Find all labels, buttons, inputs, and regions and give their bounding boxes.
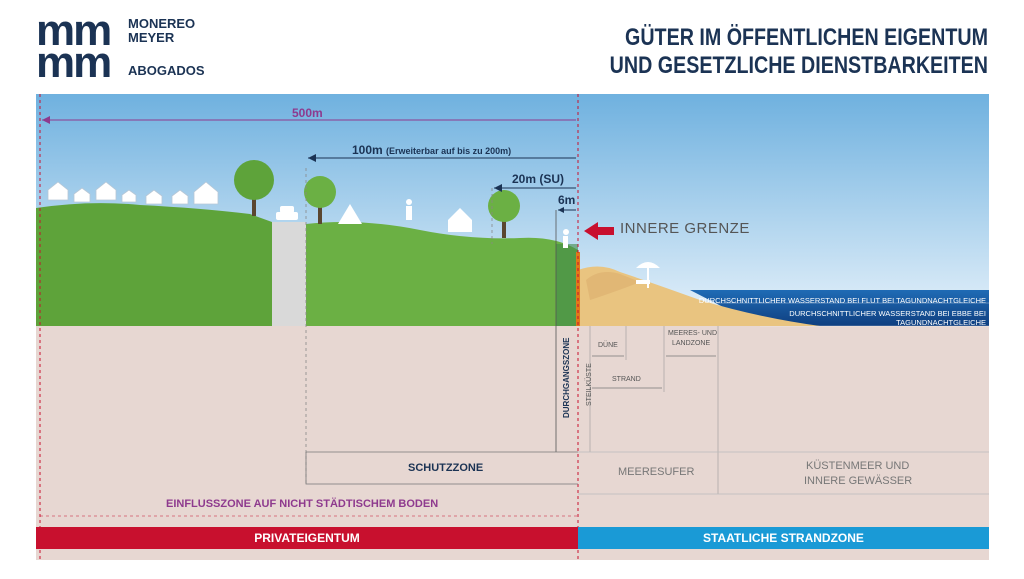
label-meeres-land-1: MEERES- UND: [668, 330, 718, 337]
logo-name-monereo: MONEREO: [128, 16, 196, 31]
logo-name-meyer: MEYER: [128, 30, 175, 45]
arrow-500m: [42, 116, 576, 124]
golfer: [406, 199, 412, 220]
label-steilkueste: STEILKÜSTE: [586, 363, 593, 406]
tent: [338, 204, 362, 224]
label-kuestenmeer-1: KÜSTENMEER UND: [806, 460, 910, 472]
coastal-arrows: [592, 355, 716, 389]
label-6m: 6m: [558, 193, 576, 207]
logo-name-abogados: ABOGADOS: [128, 63, 205, 78]
label-meeres-land-2: LANDZONE: [672, 340, 711, 347]
logo-mark-top: mm: [36, 6, 112, 55]
arrow-6m: [558, 207, 576, 213]
title-line-1: GÜTER IM ÖFFENTLICHEN EIGENTUM: [625, 24, 988, 51]
label-20m: 20m (SU): [512, 172, 565, 186]
low-water-label-2: TAGUNDNACHTGLEICHE: [896, 318, 986, 327]
arrow-100m: [308, 154, 576, 162]
low-water-label-1: DURCHSCHNITTLICHER WASSERSTAND BEI EBBE …: [789, 309, 986, 318]
inner-boundary-label: INNERE GRENZE: [620, 220, 750, 237]
label-100m-value: 100m: [352, 143, 383, 157]
page-title: GÜTER IM ÖFFENTLICHEN EIGENTUM UND GESET…: [562, 24, 988, 80]
label-strand: STRAND: [612, 376, 641, 383]
private-bar: [36, 527, 578, 549]
label-duene: DÜNE: [598, 342, 618, 349]
label-durchgangszone: DURCHGANGSZONE: [562, 337, 571, 418]
state-bar: [578, 527, 989, 549]
hill-urban: [36, 203, 272, 326]
label-schutzzone: SCHUTZZONE: [408, 462, 484, 474]
label-100m-note: (Erweiterbar auf bis zu 200m): [386, 146, 512, 156]
houses-group: [47, 181, 219, 205]
high-water-label: DURCHSCHNITTLICHER WASSERSTAND BEI FLUT …: [698, 296, 986, 305]
label-100m: 100m (Erweiterbar auf bis zu 200m): [352, 143, 511, 157]
transit-strip: [556, 244, 578, 326]
label-einflusszone: EINFLUSSZONE AUF NICHT STÄDTISCHEM BODEN: [166, 498, 439, 510]
beach-umbrella: [636, 262, 660, 288]
schutzzone-bracket: [305, 452, 578, 485]
label-private: PRIVATEIGENTUM: [254, 531, 360, 545]
label-kuestenmeer-2: INNERE GEWÄSSER: [804, 475, 913, 487]
label-state: STAATLICHE STRANDZONE: [703, 531, 864, 545]
marquee: [448, 208, 472, 232]
inner-boundary-arrow: [584, 222, 614, 240]
title-line-2: UND GESETZLICHE DIENSTBARKEITEN: [609, 52, 988, 79]
car: [276, 206, 298, 220]
arrow-20m: [494, 184, 576, 192]
hill-middle: [306, 222, 578, 326]
dune-shadow: [586, 272, 640, 300]
soil-background: [36, 326, 989, 560]
label-500m: 500m: [292, 106, 323, 120]
road: [272, 222, 306, 326]
label-meeresufer: MEERESUFER: [618, 466, 695, 478]
logo-mark-bottom: mm: [36, 38, 112, 87]
trees: [234, 160, 520, 238]
walker: [563, 229, 569, 248]
